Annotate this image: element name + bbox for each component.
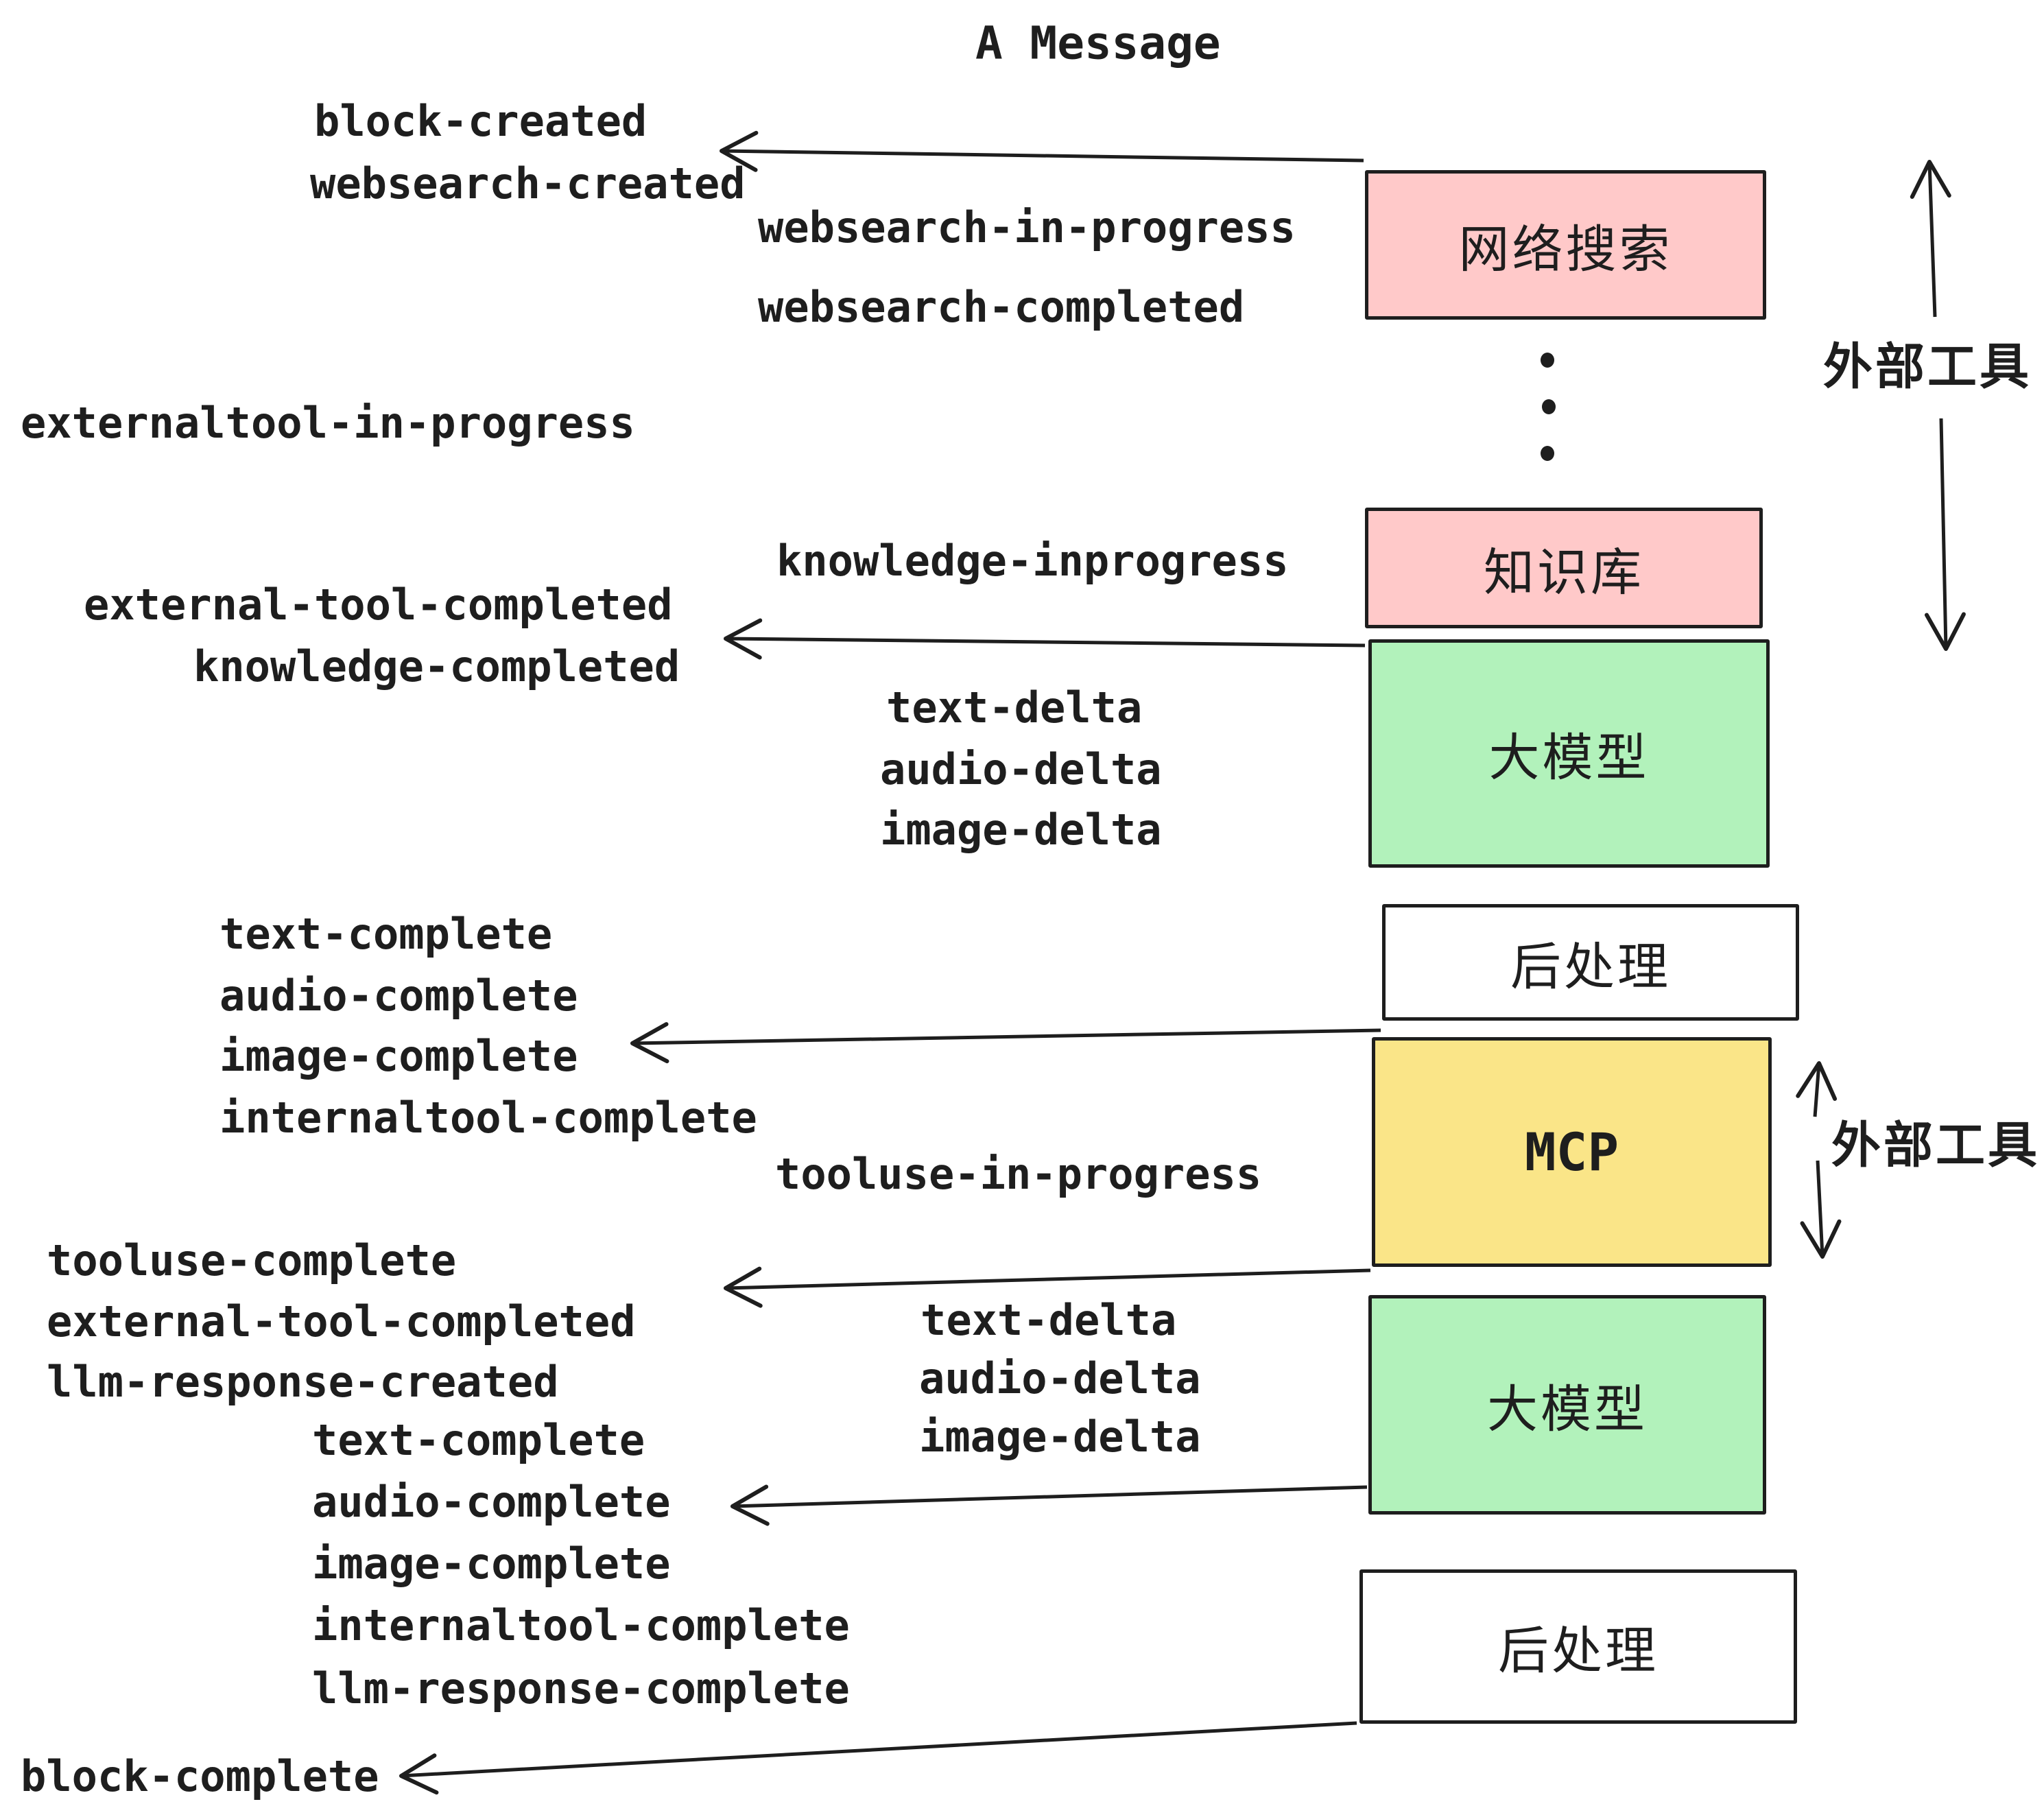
box-post-1: 后处理	[1382, 904, 1799, 1021]
arrow-knowledge-completed	[724, 618, 1366, 660]
ellipsis-dot-1	[1541, 353, 1554, 368]
box-websearch-label: 网络搜索	[1458, 219, 1673, 279]
event-label-image-complete-1: image-complete	[219, 1031, 578, 1081]
arrow-image-complete	[630, 1022, 1381, 1064]
box-mcp-label: MCP	[1524, 1121, 1619, 1183]
box-post-2-label: 后处理	[1498, 1622, 1659, 1681]
event-label-image-delta-2: image-delta	[919, 1412, 1201, 1462]
box-llm-2: 大模型	[1368, 1295, 1766, 1515]
event-label-knowledge-completed: knowledge-completed	[193, 641, 680, 691]
box-llm-1-label: 大模型	[1488, 728, 1650, 787]
event-label-image-complete-2: image-complete	[312, 1539, 671, 1589]
event-label-websearch-in-progress: websearch-in-progress	[758, 202, 1296, 252]
event-label-text-delta-1: text-delta	[886, 683, 1143, 733]
box-mcp: MCP	[1372, 1037, 1772, 1267]
event-label-llm-response-complete: llm-response-complete	[312, 1663, 850, 1713]
external-tools-mid-up-arrow	[1796, 1061, 1838, 1117]
event-label-audio-complete-1: audio-complete	[219, 971, 578, 1021]
arrow-block-complete	[399, 1721, 1357, 1795]
arrow-audio-complete	[730, 1484, 1368, 1526]
event-label-tooluse-in-progress: tooluse-in-progress	[775, 1149, 1262, 1199]
external-tools-top-up-arrow	[1910, 159, 1951, 318]
event-label-image-delta-1: image-delta	[880, 805, 1162, 855]
event-label-internaltool-complete-1: internaltool-complete	[219, 1093, 757, 1143]
event-label-websearch-completed: websearch-completed	[758, 282, 1245, 332]
external-tools-mid-down-arrow	[1800, 1160, 1842, 1259]
event-label-internaltool-complete-2: internaltool-complete	[312, 1600, 850, 1650]
box-post-1-label: 后处理	[1510, 937, 1671, 997]
event-label-block-complete: block-complete	[21, 1751, 379, 1801]
diagram-title: A Message	[975, 16, 1221, 70]
event-label-audio-delta-1: audio-delta	[880, 744, 1162, 794]
box-llm-2-label: 大模型	[1487, 1379, 1648, 1439]
box-websearch: 网络搜索	[1365, 170, 1766, 320]
event-label-block-created: block-created	[314, 96, 647, 146]
event-label-text-delta-2: text-delta	[920, 1295, 1177, 1345]
event-label-websearch-created: websearch-created	[310, 158, 746, 209]
external-tools-top-label: 外部工具	[1823, 337, 2032, 396]
event-label-llm-response-created: llm-response-created	[47, 1357, 559, 1407]
box-post-2: 后处理	[1359, 1569, 1797, 1724]
event-label-audio-complete-2: audio-complete	[312, 1477, 671, 1527]
external-tools-top-down-arrow	[1924, 418, 1966, 651]
arrow-tooluse-complete	[724, 1266, 1371, 1308]
event-label-knowledge-inprogress: knowledge-inprogress	[776, 536, 1289, 586]
box-knowledge-label: 知识库	[1484, 543, 1644, 602]
box-llm-1: 大模型	[1368, 639, 1770, 868]
event-label-external-tool-completed-1: external-tool-completed	[84, 580, 673, 630]
event-label-external-tool-completed-2: external-tool-completed	[47, 1296, 636, 1346]
event-label-text-complete-1: text-complete	[219, 909, 553, 959]
event-label-audio-delta-2: audio-delta	[919, 1353, 1201, 1403]
box-knowledge: 知识库	[1365, 508, 1763, 628]
event-label-tooluse-complete: tooluse-complete	[47, 1235, 457, 1285]
event-label-text-complete-2: text-complete	[312, 1415, 645, 1465]
ellipsis-dot-3	[1541, 446, 1554, 461]
event-label-externaltool-in-progress: externaltool-in-progress	[21, 398, 635, 448]
ellipsis-dot-2	[1542, 399, 1556, 414]
arrow-block-created	[720, 130, 1364, 172]
external-tools-mid-label: 外部工具	[1831, 1116, 2041, 1174]
